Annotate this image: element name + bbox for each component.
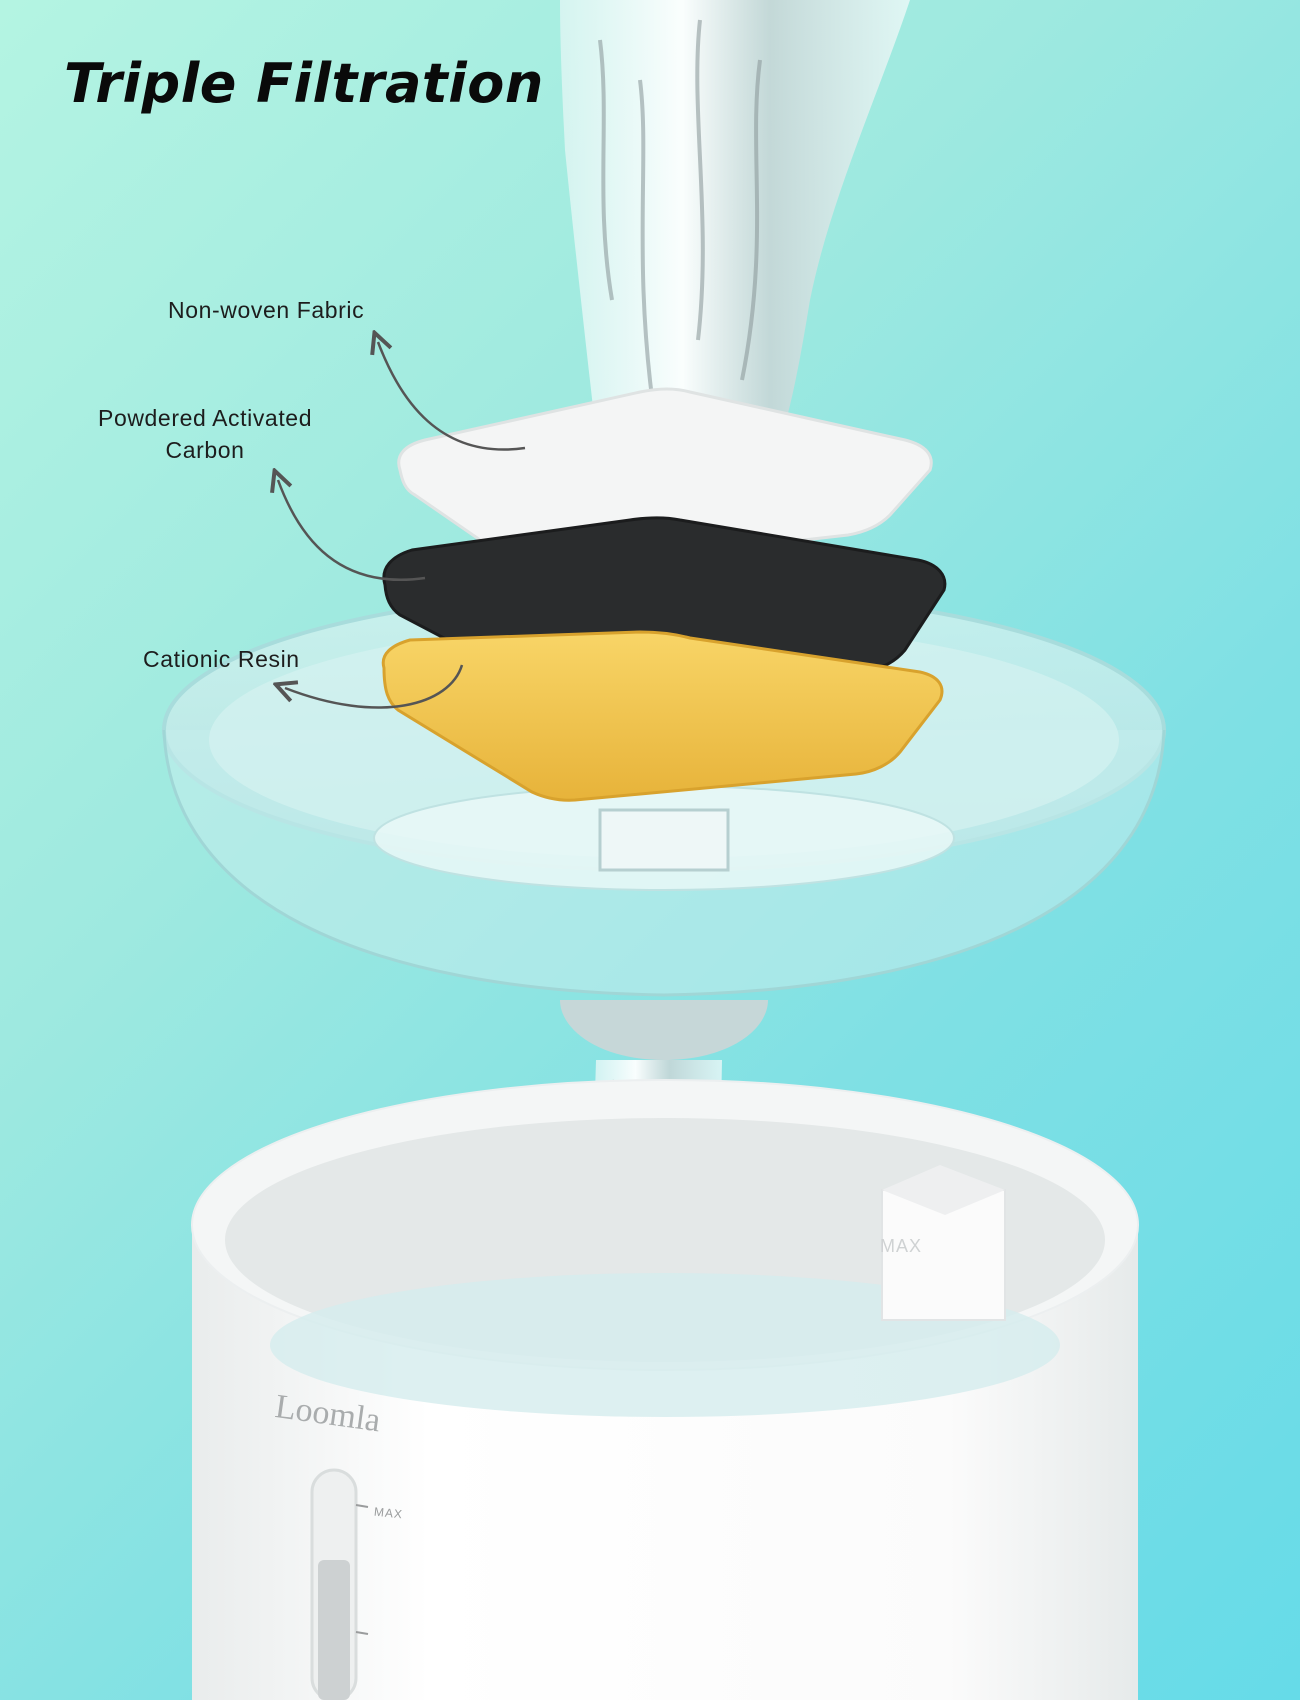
callout-label: Cationic Resin <box>143 646 300 672</box>
water-level-max-mark: MAX <box>373 1504 404 1522</box>
float-max-mark: MAX <box>880 1236 923 1256</box>
callout-label-line-2: Carbon <box>165 437 245 463</box>
water-tank <box>191 1079 1139 1700</box>
callout-cationic-resin: Cationic Resin <box>143 643 300 675</box>
callout-label-line-1: Powdered Activated <box>98 405 313 431</box>
callout-arrows <box>278 342 526 709</box>
callout-label: Non-woven Fabric <box>168 297 365 323</box>
resin-filter-layer <box>381 630 944 802</box>
page-title: Triple Filtration <box>64 52 544 115</box>
water-stream-top <box>560 0 910 470</box>
callout-non-woven-fabric: Non-woven Fabric <box>168 294 364 326</box>
callout-powdered-activated-carbon: Powdered Activated Carbon <box>98 402 312 466</box>
